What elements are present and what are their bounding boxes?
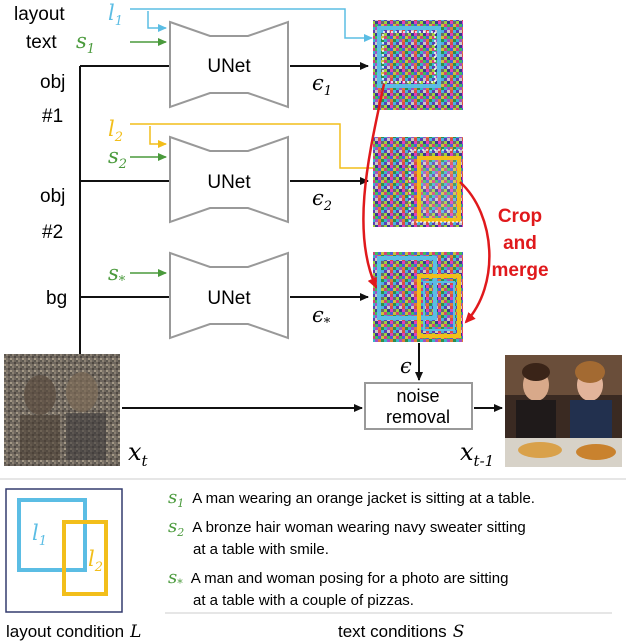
text-symbol-s1: s1 [76,29,95,57]
crop-label: Crop [498,206,542,227]
eps-main-label: ϵ [400,354,412,378]
clean-image-xt1 [505,355,622,467]
layout-symbol-l1: l1 [108,1,123,29]
unet-label-2: UNet [207,172,251,193]
epsstar-label: ϵ* [312,303,331,331]
obj2-label-line1: obj [40,186,65,207]
eps2-label: ϵ2 [312,186,332,214]
obj1-label-line2: #1 [42,106,63,127]
merge-label: merge [491,260,548,281]
text-condition-s2-line2: at a table with smile. [193,541,329,558]
unet-block-1: UNet [169,20,289,109]
noise-removal-line1: noise [396,386,439,406]
unet-block-bg: UNet [169,251,289,340]
layout-cond-l1: l1 [32,521,47,549]
layout-symbol-l2: l2 [108,117,123,145]
l2-to-unet-arrow [149,126,167,148]
noise-image-2 [373,137,465,227]
layout-condition-diagram [5,488,123,613]
crop-arrow-2 [459,181,491,324]
noise-removal-box: noise removal [364,382,473,430]
l1-to-noise-arrow [130,8,373,42]
text-symbol-s2: s2 [108,144,127,172]
xt-label: xt [128,438,149,470]
layout-input-label: layout [14,4,65,25]
unet-block-2: UNet [169,135,289,224]
noise-image-1 [373,20,463,110]
text-symbol-sstar: s* [108,261,126,289]
noise-image-merged [373,252,463,342]
obj1-label-line1: obj [40,72,65,93]
crop-arrow-1 [362,83,386,289]
noisy-image-xt [4,354,120,466]
xt1-label: xt-1 [460,438,494,470]
obj2-label-line2: #2 [42,222,63,243]
bg-label: bg [46,288,67,309]
noise-removal-line2: removal [386,407,450,427]
l1-to-unet-arrow [147,11,167,32]
layout-cond-l2: l2 [88,547,103,575]
text-input-label: text [26,32,57,53]
and-label: and [503,233,537,254]
unet-label-1: UNet [207,56,251,77]
eps1-label: ϵ1 [312,71,332,99]
unet-label-bg: UNet [207,288,251,309]
text-condition-sstar-line2: at a table with a couple of pizzas. [193,592,414,609]
text-condition-sstar: s*A man and woman posing for a photo are… [168,567,508,590]
